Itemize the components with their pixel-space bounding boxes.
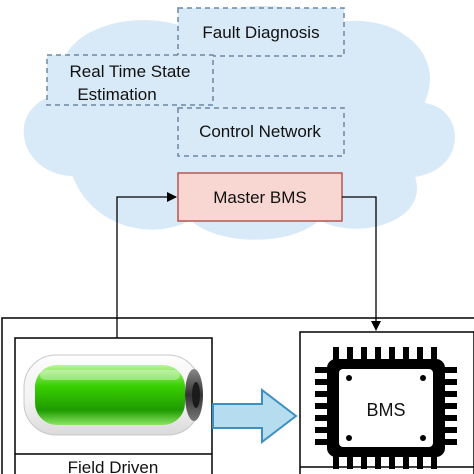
chip-pin — [315, 427, 329, 433]
chip-pin — [315, 403, 329, 409]
chip-pin — [315, 415, 329, 421]
system-frame — [1, 317, 474, 474]
chip-pin — [361, 455, 367, 469]
chip-pin — [333, 347, 339, 361]
bms-chip-label: BMS — [366, 400, 405, 420]
chip-pin — [315, 439, 329, 445]
control-network-box: Control Network — [177, 107, 345, 157]
chip-pin — [443, 403, 457, 409]
chip-pin — [431, 455, 437, 469]
fault-diagnosis-label: Fault Diagnosis — [202, 23, 319, 42]
chip-pin — [431, 347, 437, 361]
chip-pin — [347, 455, 353, 469]
real-time-state-label-line1: Real Time State — [70, 62, 191, 81]
chip-pin — [389, 347, 395, 361]
fault-diagnosis-box: Fault Diagnosis — [177, 7, 345, 57]
battery-panel-caption: Field Driven — [68, 458, 159, 474]
chip-pin — [361, 347, 367, 361]
chip-pin — [347, 347, 353, 361]
chip-pin — [389, 455, 395, 469]
chip-pin — [315, 379, 329, 385]
chip-pin — [315, 391, 329, 397]
master-to-bms-connector — [342, 196, 381, 331]
chip-pin — [443, 367, 457, 373]
master-bms-label: Master BMS — [213, 188, 307, 207]
chip-pins — [315, 347, 457, 469]
flow-arrow — [212, 387, 298, 445]
chip-pin — [375, 455, 381, 469]
chip-pin — [315, 367, 329, 373]
control-network-label: Control Network — [199, 122, 321, 141]
real-time-state-label-line2: Estimation — [77, 85, 156, 104]
chip-pin — [417, 347, 423, 361]
chip-pin — [333, 455, 339, 469]
chip-pin — [443, 415, 457, 421]
chip-pin — [403, 455, 409, 469]
chip-pin — [443, 439, 457, 445]
chip-pin — [443, 427, 457, 433]
battery-cell-icon — [23, 354, 203, 436]
master-bms-box: Master BMS — [177, 172, 343, 222]
chip-pin — [375, 347, 381, 361]
chip-pin — [443, 379, 457, 385]
chip-icon: BMS — [315, 347, 457, 469]
real-time-state-box: Real Time State Estimation — [46, 54, 214, 106]
chip-pin — [443, 391, 457, 397]
chip-pin — [417, 455, 423, 469]
battery-to-master-connector — [116, 192, 177, 340]
chip-pin — [403, 347, 409, 361]
